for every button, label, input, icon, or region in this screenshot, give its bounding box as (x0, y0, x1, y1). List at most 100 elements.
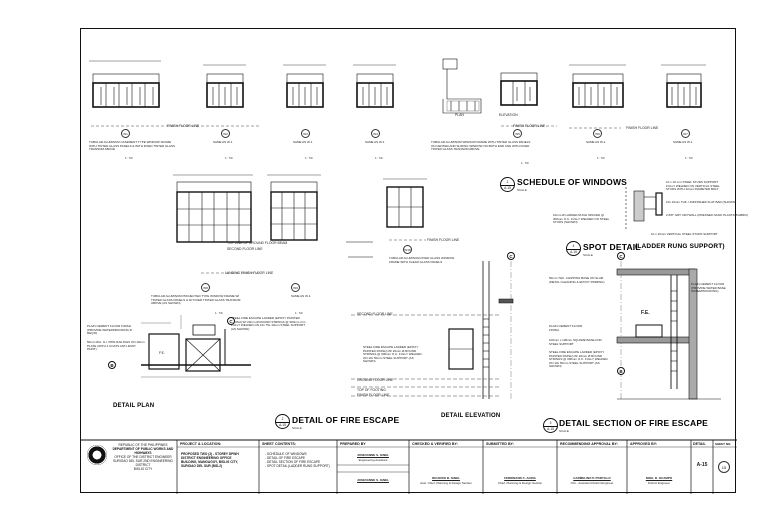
window-tag-w3: W3 (301, 129, 310, 138)
window-note: SAME AS W-1 (673, 140, 693, 144)
spot-note: 10 x 10mm VERTICAL STEEL STUDS SUPPORT (651, 232, 718, 236)
top-footing-label: TOP OF FOOTING (357, 388, 386, 392)
sheet-content-line: - DETAIL SECTION OF FIRE ESCAPE (265, 460, 321, 464)
spot-title-badge: 4 A-15 (566, 241, 581, 256)
section-scale: SCALE (559, 429, 569, 433)
project-header: PROJECT & LOCATION: (180, 442, 222, 446)
agency-line: OFFICE OF THE DISTRICT ENGINEER (114, 455, 172, 459)
badge-sheet: A-15 (570, 250, 577, 254)
window-tag-w1: W1 (121, 129, 130, 138)
sheet-contents-header: SHEET CONTENTS: (262, 442, 296, 446)
badge-number: 1 (506, 179, 509, 184)
plan-note: STEEL FIRE ESCAPE LADDER (EPOXY PAINTED … (231, 316, 307, 331)
title-block-grid (81, 439, 737, 494)
agency-line: SURIGAO DEL SUR 2ND ENGINEERING DISTRICT (113, 459, 173, 467)
window-scale: 1 : 50 (597, 156, 605, 160)
window-w7 (661, 64, 706, 108)
prepared-name: JOSEVANNE S. IGNEL (357, 453, 389, 457)
grid-bubble-b: B (617, 367, 625, 375)
elevation-note: STEEL FIRE ESCAPE LADDER (EPOXY PAINTED … (363, 345, 422, 364)
window-scale: 1 : 50 (685, 156, 693, 160)
sheet-number: 15 (721, 465, 727, 470)
sheet-content-line: - DETAIL OF FIRE ESCAPE (265, 456, 306, 460)
recommending-name: CARMELINO P. PORTILLO (573, 476, 611, 480)
window-scale: 1 : 50 (305, 156, 313, 160)
detail-header: DETAIL (693, 442, 706, 446)
grid-bubble-c: C (617, 252, 625, 260)
detail-elevation-drawing (351, 261, 514, 399)
spot-note: 10 x 10 mm STEEL STUDS SUPPORT FULLY WEL… (666, 180, 720, 192)
approved-role: District Engineer (647, 481, 670, 485)
spot-scale: SCALE (583, 253, 593, 257)
window-w5-plan (442, 58, 482, 114)
sheet-number-circle: 15 (718, 461, 730, 473)
window-scale: 1 : 50 (225, 156, 233, 160)
window-w5-elevation (500, 72, 538, 106)
window-tag-w10: W10 (403, 245, 412, 254)
window-note: TUBULAR ALUMINUM CASEMENT TYPE WINDOW FR… (89, 140, 176, 152)
finish-floor-line-label: FINISH FLOOR LINE (167, 124, 200, 128)
window-scale: 1 : 50 (125, 156, 133, 160)
sheet-content-line: - SCHEDULE OF WINDOWS (265, 452, 307, 456)
detail-plan-title: DETAIL PLAN (113, 403, 155, 409)
window-w8 (173, 174, 253, 243)
elevation-label: ELEVATION (499, 113, 518, 117)
window-tag-w6: W6 (593, 129, 602, 138)
window-note: SAME AS W-1 (293, 140, 313, 144)
submitted-header: SUBMITTED BY: (486, 442, 514, 446)
window-note: TUBULAR ALUMINUM PROJECTED TYPE WINDOW F… (151, 294, 241, 306)
agency-line: REPUBLIC OF THE PHILIPPINES (118, 443, 168, 447)
sheet-no-header: SHEET NO. (715, 442, 732, 446)
window-tag-w2: W2 (221, 129, 230, 138)
section-title-badge: 3 A-15 (543, 418, 558, 433)
detail-fire-escape-title: DETAIL OF FIRE ESCAPE (292, 415, 400, 425)
prepared-role: Engineering Assistant (358, 458, 388, 462)
spot-note: 2-5/8" GRT. DRYWALL (PRESSED NANO PLASTI… (666, 213, 749, 217)
plan-note: PLAIN CEMENT FLOOR FINISH (PROVIDE WATER… (87, 324, 133, 336)
window-note: SAME AS W-1 (291, 294, 311, 298)
window-note: SAME AS W-1 (213, 140, 233, 144)
recommending-role: OIC - Assistant District Engineer (570, 481, 614, 485)
plan-note: 50mm DIA. G.I. PIPE RAILINGS ON 10mm PLA… (87, 340, 145, 352)
window-w4 (353, 64, 396, 108)
badge-sheet: A-15 (504, 186, 511, 190)
window-w3 (283, 64, 326, 108)
approved-header: APPROVED BY: (630, 442, 658, 446)
dpwh-seal-logo (87, 445, 107, 465)
window-tag-w4: W4 (371, 129, 380, 138)
checked-name: RICARDO B. IGNEL (432, 476, 460, 480)
window-scale: 1 : 50 (521, 161, 529, 165)
grid-bubble-c: C (507, 252, 515, 260)
sheet-contents-block: - SCHEDULE OF WINDOWS - DETAIL OF FIRE E… (265, 452, 337, 468)
checked-header: CHECKED & VERIFIED BY: (412, 442, 458, 446)
window-w2 (203, 64, 246, 108)
window-w9 (267, 174, 321, 241)
window-w10 (383, 178, 427, 228)
agency-line: BISLIG CITY (133, 467, 153, 471)
fire-scale: SCALE (292, 426, 302, 430)
project-line: PROPOSED TWO (2) - STOREY DPWH (181, 452, 239, 456)
agency-block: REPUBLIC OF THE PHILIPPINES DEPARTMENT O… (110, 443, 176, 471)
submitted-name: FERDINAND C. ACINA (504, 476, 536, 480)
fe-label: F.E. (641, 310, 650, 316)
plan-label: PLAN (455, 113, 464, 117)
recommending-header: RECOMMENDING APPROVAL BY: (560, 442, 618, 446)
detail-elevation-title: DETAIL ELEVATION (441, 413, 501, 419)
project-line: DISTRICT ENGINEERING OFFICE (181, 456, 232, 460)
project-block: PROPOSED TWO (2) - STOREY DPWH DISTRICT … (181, 452, 257, 468)
sheet-code: A-15 (696, 462, 708, 468)
schedule-title-badge: 1 A-15 (500, 177, 515, 192)
window-note: TUBULAR ALUMINUM WINDOW FRAME WITH TINTE… (431, 140, 531, 152)
section-note: STEEL FIRE ESCAPE LADDER (EPOXY PAINTED … (549, 350, 608, 369)
spot-detail-drawing (625, 187, 663, 229)
second-floor-line-label: SECOND FLOOR LINE (227, 247, 263, 251)
landing-finish-label: LANDING FINISH FLOOR LINE (225, 271, 274, 275)
detail-section-title: DETAIL SECTION OF FIRE ESCAPE (559, 418, 709, 428)
section-note: PLAIN CEMENT FLOOR (PROVIDE WATER BASE W… (691, 282, 726, 294)
grid-bubble-b: B (108, 361, 116, 369)
spot-note: 10mm Ø LADDER RUNG SPACED @ 300mm O.C. F… (553, 213, 610, 225)
window-tag-w9: W9 (291, 283, 300, 292)
section-note: 50mm THK. CHIPPING BASE ON SLAB (METAL C… (549, 276, 605, 284)
second-floor-line-label: SECOND FLOOR LINE (357, 312, 393, 316)
section-note: PLAIN CEMENT FLOOR FINISH (549, 324, 583, 332)
